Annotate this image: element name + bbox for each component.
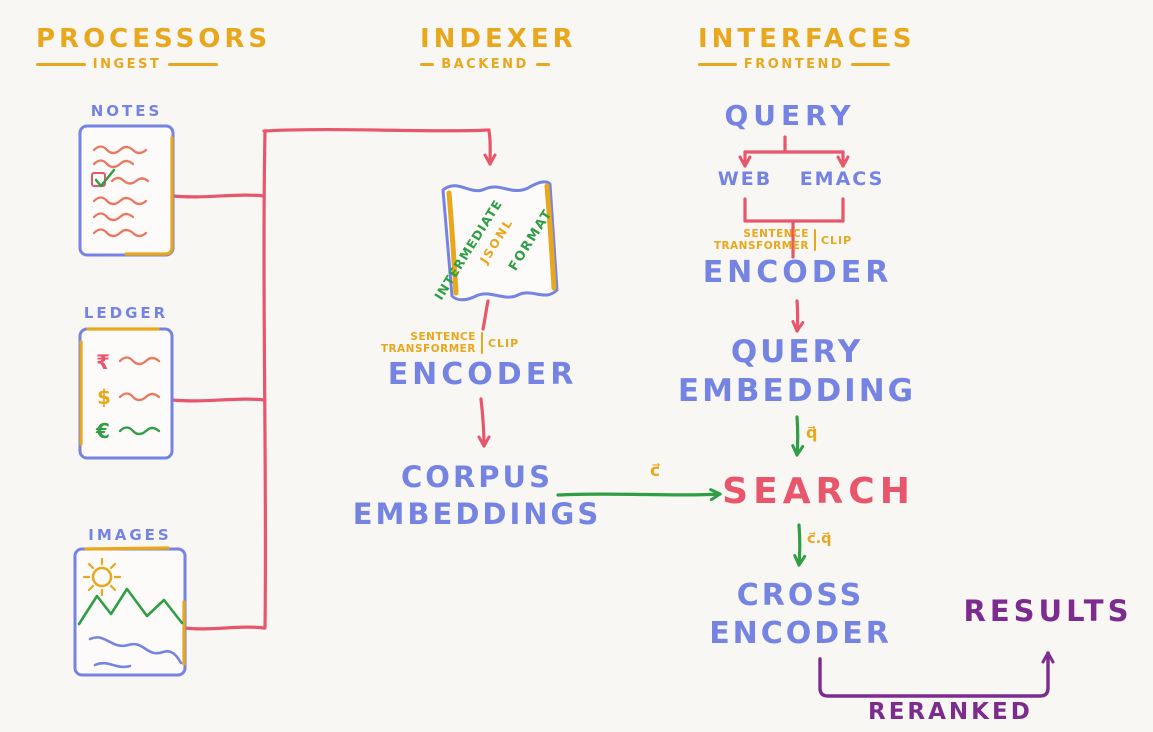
indexer-title: INDEXER — [420, 24, 577, 54]
results-label: RESULTS — [963, 594, 1133, 628]
scroll-right-curl — [544, 183, 557, 291]
similarity-vector-label: c⃗.q⃗ — [807, 531, 832, 547]
model-divider — [480, 332, 483, 354]
column-header-interfaces: INTERFACES FRONTEND — [698, 24, 916, 72]
interfaces-encoder-label: ENCODER — [702, 255, 893, 290]
notes-connector — [171, 193, 266, 199]
jsonl-scroll: INTERMEDIATE JSONL FORMAT — [431, 180, 559, 303]
processors-subtitle: INGEST — [36, 57, 218, 72]
scroll-entry-arrow — [483, 129, 497, 166]
images-card — [73, 546, 187, 677]
corpus-line2: EMBEDDINGS — [352, 497, 602, 531]
interfaces-encoder-arrow — [791, 299, 805, 333]
ledger-symbol-eur: € — [95, 419, 110, 443]
ledger-card: ₹ $ € — [78, 327, 174, 460]
notes-text-squiggles — [92, 145, 150, 238]
interfaces-model-alt: CLIP — [820, 233, 853, 247]
processors-title: PROCESSORS — [36, 24, 272, 54]
ledger-squiggle-2 — [118, 392, 161, 402]
query-embedding-line2: EMBEDDING — [677, 373, 917, 409]
cross-encoder-line1: CROSS — [736, 578, 865, 613]
notes-checkmark — [94, 168, 116, 188]
query-embedding-label: QUERY EMBEDDING — [672, 333, 922, 411]
notes-card — [78, 124, 175, 257]
trunk-top-connector — [262, 127, 491, 133]
query-label: QUERY — [724, 99, 856, 132]
ledger-squiggle-3 — [118, 426, 161, 436]
query-branch-connector — [743, 135, 845, 154]
mountains-drawing — [77, 587, 184, 626]
scroll-body — [441, 180, 559, 302]
corpus-vector-label: c⃗ — [650, 461, 661, 481]
web-client-label: WEB — [717, 168, 773, 190]
interfaces-subtitle: FRONTEND — [698, 57, 890, 72]
ledger-symbol-inr: ₹ — [96, 350, 110, 374]
interfaces-model-line2: TRANSFORMER — [713, 240, 809, 252]
column-header-indexer: INDEXER BACKEND — [420, 24, 577, 72]
column-header-processors: PROCESSORS INGEST — [36, 24, 272, 72]
notes-card-accent — [124, 136, 174, 256]
ingest-connectors — [170, 127, 850, 631]
images-connector — [183, 625, 266, 631]
query-embedding-line1: QUERY — [730, 334, 864, 370]
cross-to-results-connector — [818, 651, 1055, 698]
indexer-subtitle: BACKEND — [420, 57, 550, 72]
model-divider — [813, 229, 816, 251]
trunk-connector — [262, 129, 268, 630]
interfaces-model-row: SENTENCE TRANSFORMER CLIP — [703, 228, 863, 252]
reranked-label: RERANKED — [868, 699, 1033, 725]
emacs-client-label: EMACS — [799, 168, 885, 190]
indexer-model-line2: TRANSFORMER — [380, 343, 476, 355]
ledger-card-accent — [79, 327, 160, 446]
cross-encoder-label: CROSS ENCODER — [698, 577, 903, 653]
ledger-symbol-usd: $ — [97, 385, 111, 409]
interfaces-title: INTERFACES — [698, 24, 916, 54]
scroll-left-curl — [446, 190, 459, 296]
indexer-model-name: SENTENCE TRANSFORMER — [381, 331, 476, 355]
indexer-model-row: SENTENCE TRANSFORMER CLIP — [375, 331, 525, 355]
sun-rays — [82, 557, 122, 597]
search-to-cross-arrow — [793, 523, 807, 567]
notes-card-border — [78, 124, 175, 257]
scroll-exit-line — [481, 299, 490, 331]
clients-join-connector — [743, 197, 845, 259]
ledger-connector — [170, 397, 266, 403]
indexer-encoder-label: ENCODER — [387, 357, 578, 392]
indexer-model-line1: SENTENCE — [410, 331, 476, 343]
ledger-label: LEDGER — [83, 304, 169, 322]
query-vector-label: q⃗ — [806, 423, 818, 442]
corpus-embeddings-label: CORPUS EMBEDDINGS — [348, 459, 606, 533]
interfaces-model-line1: SENTENCE — [743, 228, 809, 240]
river-drawing — [88, 636, 183, 669]
sun-icon — [91, 566, 113, 588]
cross-encoder-line2: ENCODER — [709, 616, 892, 651]
indexer-model-alt: CLIP — [487, 336, 520, 350]
ledger-squiggle-1 — [118, 356, 161, 366]
search-label: SEARCH — [722, 471, 915, 512]
interfaces-model-name: SENTENCE TRANSFORMER — [714, 228, 809, 252]
qembed-to-search-arrow — [791, 415, 805, 457]
images-card-accent — [84, 546, 186, 666]
corpus-line1: CORPUS — [401, 460, 553, 494]
similarity-connectors — [556, 415, 807, 567]
corpus-to-search-arrow — [556, 488, 722, 502]
notes-label: NOTES — [90, 102, 163, 120]
images-label: IMAGES — [88, 526, 172, 544]
indexer-encoder-arrow — [477, 397, 491, 448]
